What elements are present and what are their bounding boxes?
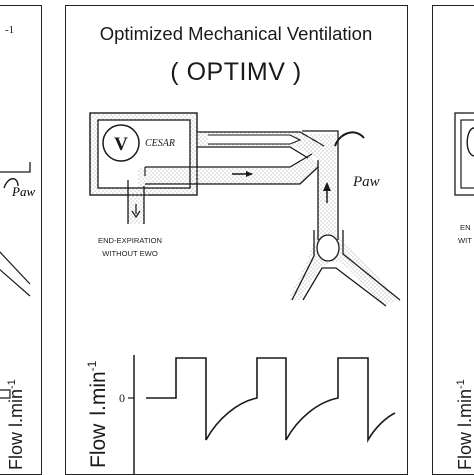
inspiratory-limb: [197, 131, 325, 159]
center-panel: [65, 5, 408, 475]
flow-arrow-up-icon: [323, 182, 331, 191]
right-panel: [432, 5, 474, 475]
flow-waveform: [146, 357, 396, 443]
diagram-title: Optimized Mechanical Ventilation: [100, 23, 373, 44]
caption-line-1: END-EXPIRATION: [98, 236, 162, 245]
ventilator-letter: V: [114, 134, 128, 155]
paw-label: Paw: [352, 174, 380, 190]
trachea-bronchi: [288, 230, 401, 307]
paw-line: [334, 131, 365, 147]
diagram-subtitle: ( OPTIMV ): [170, 58, 301, 86]
flow-axis-label: Flowl.min-1: [85, 360, 110, 468]
flow-zero-tick: 0: [119, 391, 125, 405]
arrowhead-icon: [246, 171, 253, 177]
caption-line-2: WITHOUT EWO: [102, 249, 158, 258]
exhaust-port: [127, 180, 145, 224]
endotracheal-tube: [302, 130, 339, 244]
ventilator-symbol: [102, 124, 140, 162]
tube-cuff: [316, 234, 340, 262]
ventilator-name: CESAR: [145, 138, 175, 149]
expiratory-limb: [138, 153, 319, 196]
